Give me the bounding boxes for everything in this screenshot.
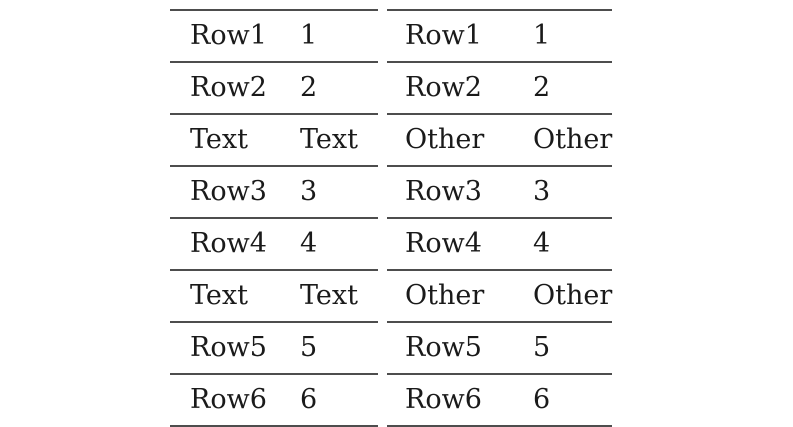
cell-text: Row3 <box>190 175 267 207</box>
table-row: Row6 6 <box>387 373 612 427</box>
table-cell-label: Text <box>170 113 300 166</box>
right-table-body: Row1 1 Row2 2 Other Other Row3 3 Row4 <box>387 9 613 427</box>
table-cell-label: Row6 <box>387 373 533 427</box>
cell-text: 4 <box>533 227 551 259</box>
cell-text: 5 <box>300 331 318 363</box>
cell-text: Row2 <box>405 71 482 103</box>
cell-text: Row5 <box>190 331 267 363</box>
table-cell-value: 1 <box>533 9 612 62</box>
table-row: Other Other <box>387 113 613 166</box>
cell-text: 1 <box>533 19 551 51</box>
cell-text: 3 <box>300 175 318 207</box>
cell-text: Row1 <box>190 19 267 51</box>
cell-text: Text <box>300 123 358 155</box>
table-row: Row2 2 <box>170 61 378 114</box>
table-cell-value: 5 <box>300 321 378 374</box>
table-cell-label: Other <box>387 113 533 166</box>
cell-text: Text <box>300 279 358 311</box>
document-page: Row1 1 Row2 2 Text Text Row3 3 Row4 4 <box>170 9 613 427</box>
table-row: Row3 3 <box>387 165 612 218</box>
table-row: Text Text <box>170 269 378 322</box>
table-cell-value: 6 <box>533 373 612 427</box>
table-cell-label: Row5 <box>387 321 533 374</box>
tables-container: Row1 1 Row2 2 Text Text Row3 3 Row4 4 <box>170 9 612 427</box>
table-cell-label: Row6 <box>170 373 300 427</box>
table-cell-value: 5 <box>533 321 612 374</box>
cell-text: Text <box>190 123 248 155</box>
table-cell-label: Other <box>387 269 533 322</box>
table-cell-value: 1 <box>300 9 378 62</box>
table-row: Row6 6 <box>170 373 378 427</box>
table-row: Row1 1 <box>170 9 378 62</box>
left-table-body: Row1 1 Row2 2 Text Text Row3 3 Row4 4 <box>170 9 378 427</box>
table-row: Row4 4 <box>170 217 378 270</box>
cell-text: Row6 <box>405 383 482 415</box>
table-cell-label: Row2 <box>170 61 300 114</box>
table-cell-value: Text <box>300 113 378 166</box>
table-cell-value: Text <box>300 269 378 322</box>
cell-text: 3 <box>533 175 551 207</box>
table-row: Other Other <box>387 269 613 322</box>
table-row: Text Text <box>170 113 378 166</box>
table-row: Row5 5 <box>170 321 378 374</box>
right-booktabs-table: Row1 1 Row2 2 Other Other Row3 3 Row4 <box>387 9 612 427</box>
table-cell-label: Row1 <box>387 9 533 62</box>
table-cell-value: 4 <box>533 217 612 270</box>
table-cell-value: Other <box>533 113 613 166</box>
left-booktabs-table: Row1 1 Row2 2 Text Text Row3 3 Row4 4 <box>170 9 378 427</box>
table-cell-value: 4 <box>300 217 378 270</box>
cell-text: 2 <box>533 71 551 103</box>
table-row: Row2 2 <box>387 61 612 114</box>
cell-text: 6 <box>533 383 551 415</box>
table-cell-label: Text <box>170 269 300 322</box>
cell-text: Row4 <box>190 227 267 259</box>
cell-text: Row1 <box>405 19 482 51</box>
cell-text: 2 <box>300 71 318 103</box>
cell-text: Row5 <box>405 331 482 363</box>
cell-text: Row6 <box>190 383 267 415</box>
table-row: Row5 5 <box>387 321 612 374</box>
table-cell-label: Row3 <box>170 165 300 218</box>
cell-text: Row4 <box>405 227 482 259</box>
table-row: Row3 3 <box>170 165 378 218</box>
table-cell-value: 3 <box>533 165 612 218</box>
table-cell-value: 2 <box>300 61 378 114</box>
cell-text: Other <box>405 279 485 311</box>
table-cell-value: 6 <box>300 373 378 427</box>
cell-text: 4 <box>300 227 318 259</box>
table-cell-label: Row2 <box>387 61 533 114</box>
cell-text: 6 <box>300 383 318 415</box>
cell-text: Other <box>533 279 613 311</box>
cell-text: Other <box>405 123 485 155</box>
table-cell-label: Row4 <box>387 217 533 270</box>
table-cell-label: Row5 <box>170 321 300 374</box>
table-cell-value: Other <box>533 269 613 322</box>
table-cell-label: Row4 <box>170 217 300 270</box>
cell-text: Other <box>533 123 613 155</box>
cell-text: Text <box>190 279 248 311</box>
cell-text: 1 <box>300 19 318 51</box>
cell-text: 5 <box>533 331 551 363</box>
table-row: Row1 1 <box>387 9 612 62</box>
cell-text: Row2 <box>190 71 267 103</box>
table-row: Row4 4 <box>387 217 612 270</box>
table-cell-label: Row1 <box>170 9 300 62</box>
table-cell-label: Row3 <box>387 165 533 218</box>
cell-text: Row3 <box>405 175 482 207</box>
table-cell-value: 3 <box>300 165 378 218</box>
table-cell-value: 2 <box>533 61 612 114</box>
